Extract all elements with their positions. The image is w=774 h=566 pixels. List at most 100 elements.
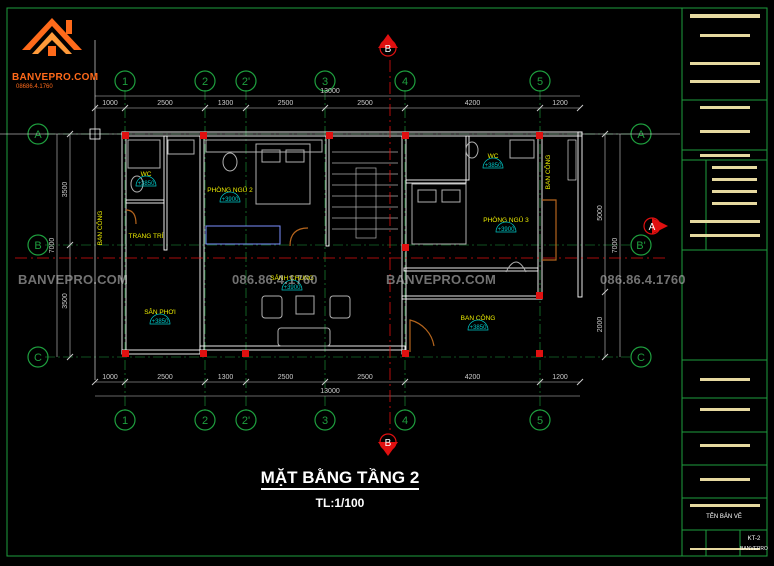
room-name-label: PHÒNG NGỦ 3 (483, 215, 529, 224)
column (200, 350, 207, 357)
level-marker (281, 279, 303, 291)
grid-bubble-label: A (34, 129, 42, 141)
level-marker (149, 313, 171, 325)
grid-bubble (314, 70, 336, 92)
title-block-bars (690, 14, 760, 550)
section-label: A (649, 222, 656, 233)
basin (167, 139, 195, 155)
wall (577, 131, 583, 298)
section-bubble (379, 433, 397, 451)
column (326, 132, 333, 139)
dimension-tick (242, 378, 250, 386)
grid-bubble-label: 2 (202, 415, 208, 427)
grid-bubble (529, 409, 551, 431)
dimension-text: 4200 (465, 100, 481, 107)
wall (121, 131, 127, 355)
level-marker (135, 175, 157, 187)
column (122, 350, 129, 357)
wall (325, 135, 330, 247)
dimension-total-text: 7000 (612, 238, 619, 254)
grid-bubble-label: 5 (537, 415, 543, 427)
room-name-label: BAN CÔNG (543, 155, 552, 190)
dimension-text: 3500 (62, 182, 69, 198)
dimension-tick (91, 378, 99, 386)
section-arrow (378, 34, 398, 48)
grid-bubble-label: A (637, 129, 645, 141)
grid-bubble-label: C (34, 352, 42, 364)
bed-headboard (205, 139, 323, 153)
brand-name: BANVEPRO.COM (12, 72, 99, 83)
room-level-label: +3900 (498, 227, 516, 233)
dimension-text: 2000 (597, 317, 604, 333)
grid-bubble (394, 70, 416, 92)
armchair (261, 295, 283, 319)
brand-logo (22, 18, 82, 56)
pillow (285, 149, 305, 163)
grid-bubble (27, 234, 49, 256)
grid-bubble (529, 70, 551, 92)
room-name-label: WC (488, 153, 499, 160)
level-marker (219, 191, 241, 203)
grid-bubble-label: 2 (202, 76, 208, 88)
dimension-tick (201, 104, 209, 112)
title-block (681, 7, 768, 557)
dimension-text: 2500 (278, 374, 294, 381)
plant (505, 261, 527, 273)
wardrobe (205, 225, 281, 245)
wall (125, 199, 165, 204)
grid-bubble-label: 4 (402, 415, 408, 427)
room-level-label: +3850 (485, 163, 503, 169)
stair-well (355, 167, 377, 239)
dimension-total-text: 13000 (320, 88, 340, 95)
dimension-text: 2500 (357, 374, 373, 381)
dimension-text: 1000 (102, 100, 118, 107)
column (200, 132, 207, 139)
dimension-tick (121, 104, 129, 112)
grid-bubble (114, 70, 136, 92)
grid-bubble-label: 2' (242, 76, 250, 88)
section-label: B (385, 44, 392, 55)
grid-bubble (27, 346, 49, 368)
room-name-label: BAN CÔNG (95, 211, 104, 246)
pillow (417, 189, 437, 203)
cursor-pickbox (89, 128, 101, 140)
room-name-label: PHÒNG NGỦ 2 (207, 185, 253, 194)
room-name-label: SÂN PHƠI (144, 307, 176, 316)
dimension-text: 2500 (278, 100, 294, 107)
column (536, 292, 543, 299)
dimension-text: 2500 (357, 100, 373, 107)
grid-bubble-label: B' (636, 240, 645, 252)
dimension-total-text: 7000 (49, 238, 56, 254)
dimension-tick (536, 104, 544, 112)
room-level-label: +3900 (284, 285, 302, 291)
dimension-tick (401, 104, 409, 112)
level-marker (495, 221, 517, 233)
dimension-text: 2500 (157, 374, 173, 381)
dimension-tick (66, 241, 74, 249)
room-name-label: SẢNH CHUNG (270, 273, 314, 282)
section-label: B (385, 438, 392, 449)
dimension-text: 1000 (102, 374, 118, 381)
column (242, 350, 249, 357)
dimension-text: 1300 (218, 374, 234, 381)
grid-bubble (114, 409, 136, 431)
dimension-tick (321, 104, 329, 112)
dimension-tick (601, 288, 609, 296)
watermark-phone-2: 086.86.4.1760 (600, 272, 686, 287)
grid-bubble-label: 3 (322, 415, 328, 427)
dimension-tick (601, 130, 609, 138)
grid-bubble-label: C (637, 352, 645, 364)
wall (121, 349, 205, 355)
watermark-phone-1: 086.86.4.1760 (232, 272, 318, 287)
toilet (222, 152, 238, 172)
grid-bubble-label: B (34, 240, 41, 252)
grid-bubble-label: 1 (122, 415, 128, 427)
room-name-label: WC (141, 171, 152, 178)
column (402, 132, 409, 139)
section-bubble (379, 39, 397, 57)
wall (403, 267, 539, 272)
wall (163, 135, 168, 251)
column (536, 132, 543, 139)
